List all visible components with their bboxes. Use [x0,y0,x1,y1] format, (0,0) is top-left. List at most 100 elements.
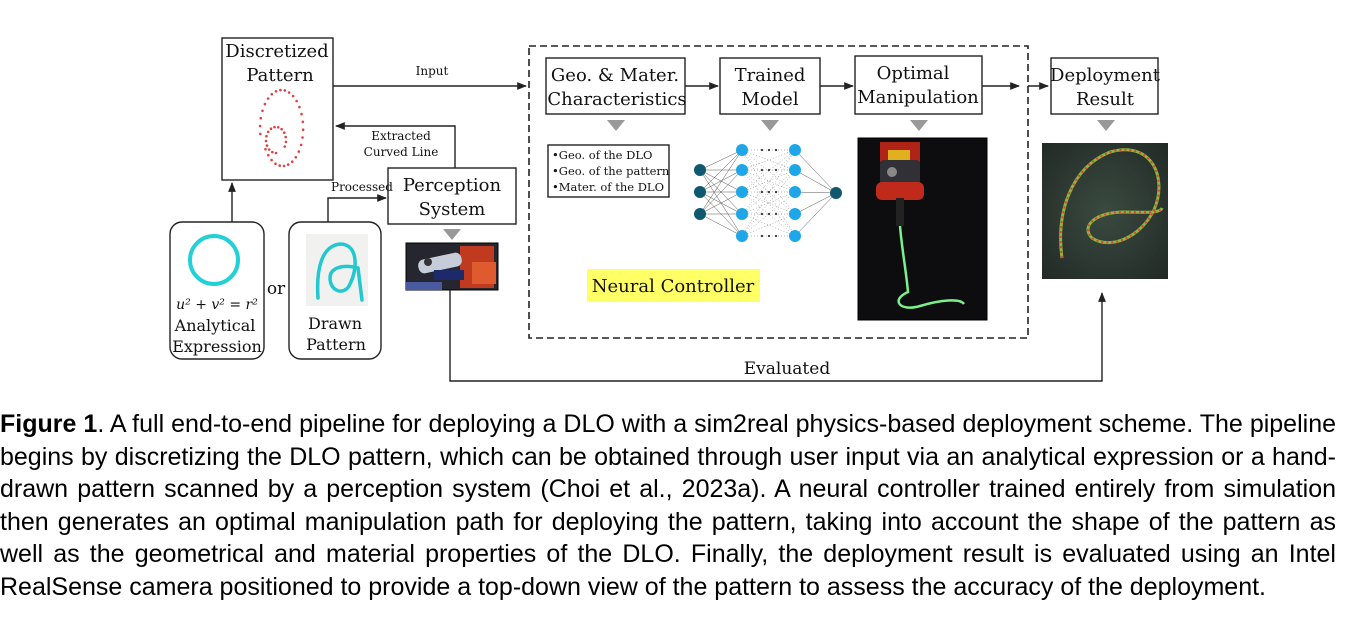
input-label: Input [416,64,449,78]
pattern-dot [290,160,294,163]
pattern-dot [266,97,270,100]
nn-edge [699,149,743,215]
figure-caption: Figure 1. A full end-to-end pipeline for… [0,408,1336,604]
pattern-dot [267,148,271,151]
pattern-dot [291,94,295,98]
nn-node [789,164,801,176]
nn-edge [741,149,796,171]
perception-title-1: Perception [403,175,502,196]
pattern-dot [284,135,288,139]
nn-node [830,187,842,199]
nn-node [789,230,801,242]
pattern-dot [270,92,274,96]
robot-simulation-image [857,137,988,321]
nn-edge [699,149,743,193]
nn-edge [741,169,796,193]
nn-ellipsis-dot [767,168,771,172]
drawn-pattern-curve [315,242,364,302]
pattern-dot [264,147,267,151]
pattern-dot [264,139,268,143]
nn-ellipsis-dot [760,148,764,152]
neural-controller-label: Neural Controller [592,276,755,297]
nn-node [736,186,748,198]
pattern-dot [299,143,303,147]
or-label: or [267,279,286,299]
deployment-result-image [1042,143,1168,279]
pattern-dot [274,151,278,155]
nn-ellipsis-dot [760,190,764,194]
bullet-3: •Mater. of the DLO [552,180,664,194]
pattern-dot [269,127,273,130]
pattern-dot [282,164,286,168]
nn-ellipsis-dot [774,148,778,152]
pattern-dot [300,112,303,116]
pattern-dot [279,88,282,92]
pattern-dot [265,134,268,138]
bullet-1: •Geo. of the DLO [552,148,652,162]
perception-down-triangle [443,229,461,240]
nn-ellipsis-dot [767,148,771,152]
nn-edge [699,169,743,193]
deployment-result-box [1050,57,1159,115]
pattern-dot [283,145,287,148]
nn-ellipsis-dot [760,234,764,238]
optimal-down-triangle [910,120,928,131]
nn-edge [741,169,796,193]
processed-label: Processed [331,180,393,194]
deployment-title-1: Deployment [1050,65,1161,86]
pattern-dot [301,128,305,131]
extracted-label-2: Curved Line [364,145,439,159]
optimal-title-1: Optimal [877,63,950,84]
pattern-dot [298,105,301,109]
nn-edge [741,169,796,237]
pattern-dot [280,127,283,131]
geo-mater-box [545,57,686,115]
trained-model-title-1: Trained [735,65,806,86]
nn-node [736,230,748,242]
pattern-dot [301,136,304,139]
discretized-pattern-title-1: Discretized [225,41,328,62]
extracted-label-1: Extracted [371,129,431,143]
nn-edge [741,191,796,215]
discretized-pattern-box [221,37,334,181]
nn-edge [794,192,837,237]
pattern-dot [273,125,276,129]
deployment-down-triangle [1097,120,1115,131]
trained-model-title-2: Model [741,89,798,110]
analytical-expression-box [169,221,265,360]
pattern-dot [261,109,264,113]
neural-controller-label-bg [587,269,760,302]
caption-label: Figure 1 [0,410,98,438]
nn-edge [741,191,796,237]
nn-edge [741,149,796,215]
pattern-dot [263,102,267,106]
nn-edge [794,192,837,215]
pattern-dot [294,156,298,159]
pattern-dot [259,116,263,120]
nn-edge [741,191,796,237]
pattern-dot [266,130,270,134]
nn-edge [741,149,796,171]
pattern-dot [278,164,282,167]
optimal-manipulation-box [854,55,983,115]
nn-edge [741,169,796,215]
neural-controller-region [528,45,1029,339]
pattern-dot [274,90,278,93]
camera-photo [405,242,499,291]
characteristics-list-box [547,144,670,198]
nn-edge [699,169,743,215]
nn-node [789,186,801,198]
nn-ellipsis-dot [760,212,764,216]
optimal-title-2: Manipulation [857,87,979,108]
nn-edge [741,213,796,237]
pattern-dot [301,120,305,124]
evaluated-arrow [449,290,1106,382]
pattern-dot [271,150,274,154]
pattern-dot [297,150,301,153]
nn-ellipsis-dot [767,212,771,216]
processed-arrow [327,194,387,222]
drawn-label-2: Pattern [306,335,366,354]
nn-edge [794,169,837,194]
pattern-dot [286,163,290,166]
discretized-pattern-title-2: Pattern [246,65,314,86]
